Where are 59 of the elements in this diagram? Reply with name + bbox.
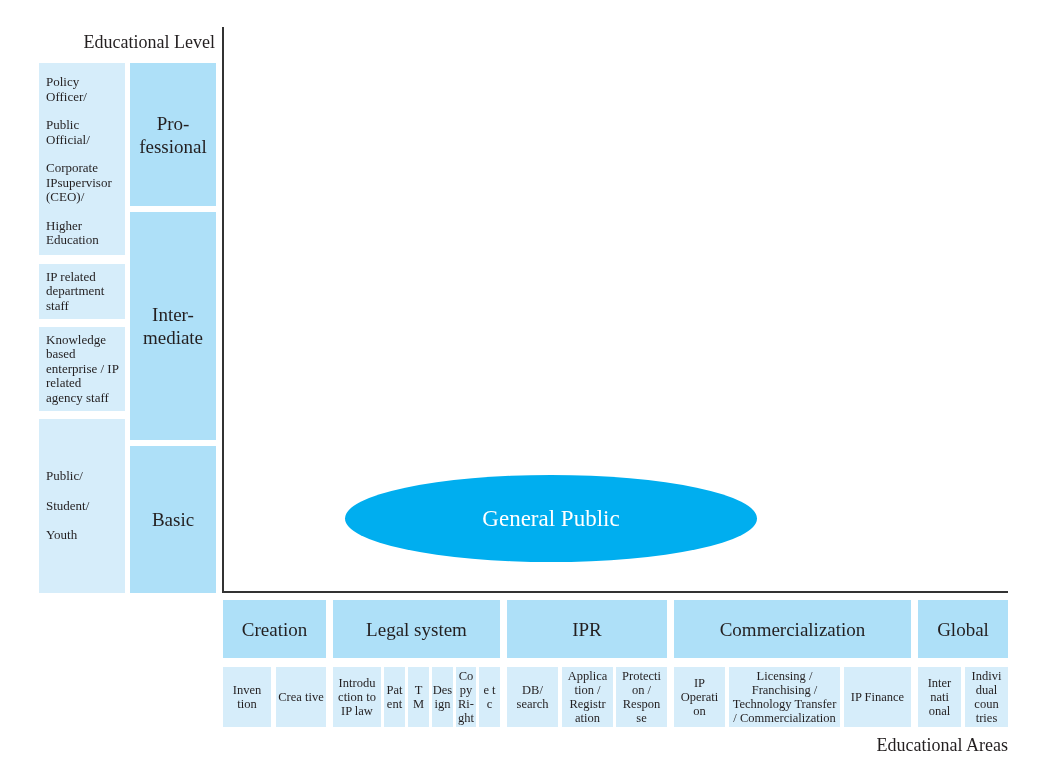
level-panel <box>130 212 216 440</box>
area-header-panel <box>918 600 1008 658</box>
audience-panel <box>39 327 125 411</box>
audience-text: Youth <box>46 528 78 543</box>
audience-text: Knowledge based enterprise / IP related agency staff <box>46 332 120 406</box>
subarea-label: e t c <box>482 683 497 711</box>
subarea-label: Des ign <box>432 683 453 711</box>
subarea-panel <box>844 667 911 727</box>
subarea-panel <box>507 667 558 727</box>
level-label: Pro- fessional <box>138 111 208 158</box>
audience-panel <box>39 63 125 255</box>
area-header-panel <box>674 600 911 658</box>
subarea-label: Inter nati onal <box>926 676 953 718</box>
audience-text: Higher Education <box>46 218 100 248</box>
audience-text: Public/ <box>46 469 83 484</box>
audience-panel <box>39 264 125 319</box>
area-label: Legal system <box>366 619 467 639</box>
axis-title: Educational Areas <box>876 735 1008 756</box>
subarea-panel <box>479 667 500 727</box>
subarea-label: Pat ent <box>385 683 404 711</box>
subarea-label: Co py Ri- ght <box>457 669 475 725</box>
subarea-panel <box>408 667 429 727</box>
ellipse-label: General Public <box>482 505 620 532</box>
audience-text: Public Official/ <box>46 118 91 147</box>
area-label: IPR <box>572 619 602 639</box>
subarea-label: Protecti on / Respon se <box>621 669 662 725</box>
audience-text: Student/ <box>46 498 90 514</box>
audience-text: Corporate IPsupervisor (CEO)/ <box>46 161 113 205</box>
area-label: Creation <box>241 619 308 639</box>
subarea-label: IP Operati on <box>679 676 720 718</box>
subarea-label: T M <box>411 683 426 711</box>
audience-panel <box>39 419 125 593</box>
subarea-panel <box>333 667 381 727</box>
subarea-label: Indivi dual coun tries <box>970 669 1003 725</box>
subarea-panel <box>674 667 725 727</box>
level-panel <box>130 446 216 593</box>
area-header-panel <box>507 600 667 658</box>
subarea-label: Crea tive <box>278 690 324 704</box>
subarea-panel <box>432 667 453 727</box>
subarea-label: DB/ search <box>515 683 550 711</box>
subarea-panel <box>223 667 271 727</box>
subarea-label: Licensing / Franchising / Technology Transfer / Commercialization <box>731 669 838 725</box>
audience-text: Policy Officer/ <box>46 75 88 104</box>
area-header-panel <box>333 600 500 658</box>
subarea-label: Inven tion <box>231 683 263 711</box>
subarea-panel <box>918 667 961 727</box>
subarea-label: Introdu ction to IP law <box>337 676 377 718</box>
level-label: Basic <box>151 508 195 531</box>
subarea-panel <box>276 667 326 727</box>
level-label: Inter- mediate <box>141 303 205 349</box>
area-label: Commercialization <box>719 619 866 639</box>
subarea-label: IP Finance <box>850 690 905 704</box>
level-panel <box>130 63 216 206</box>
subarea-panel <box>384 667 405 727</box>
area-header-panel <box>223 600 326 658</box>
area-label: Global <box>937 619 989 639</box>
axis-title: Educational Level <box>83 32 215 53</box>
audience-text: IP related department staff <box>46 269 106 314</box>
subarea-label: Applica tion / Registr ation <box>566 669 609 725</box>
